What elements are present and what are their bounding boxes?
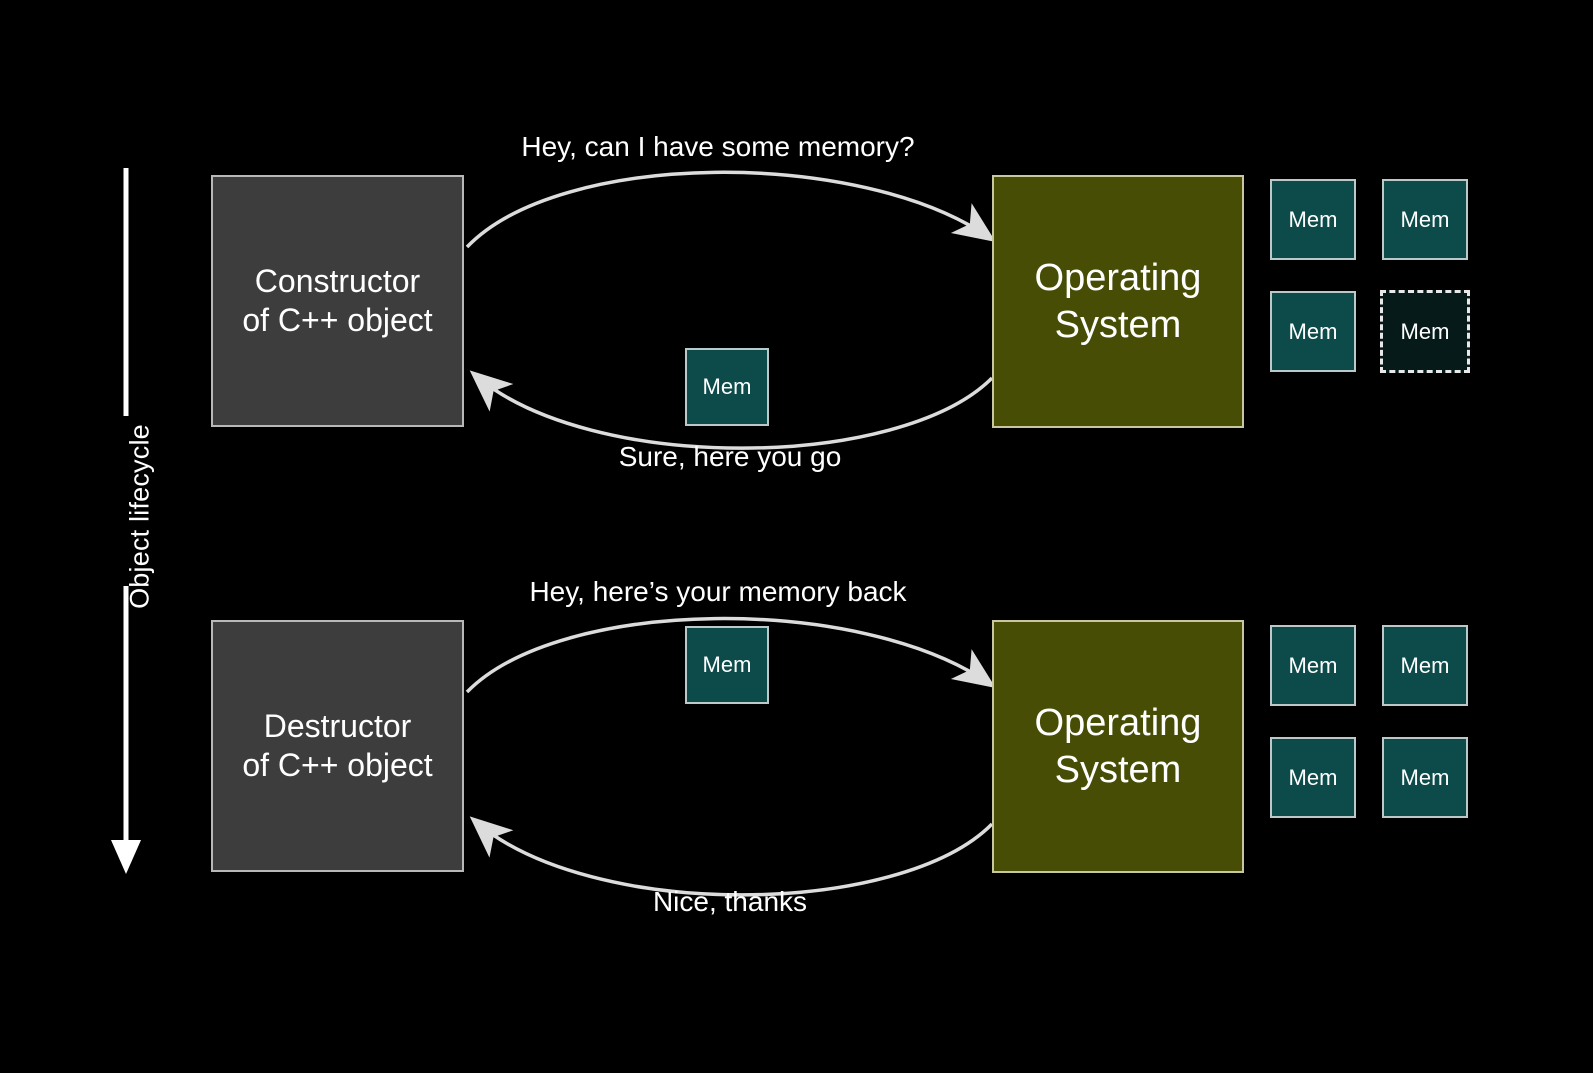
operating-system-box-construction[interactable]: Operating System: [992, 175, 1244, 428]
mem-pool-slot-3-after[interactable]: Mem: [1270, 737, 1356, 818]
arc-response-destruction: [469, 816, 994, 897]
mem-block-in-transit-allocated[interactable]: Mem: [685, 348, 769, 426]
caption-response-destruction: Nice, thanks: [652, 886, 808, 917]
mem-pool-slot-1-after[interactable]: Mem: [1270, 625, 1356, 706]
arc-request-construction: [465, 170, 996, 249]
mem-pool-slot-2[interactable]: Mem: [1382, 179, 1468, 260]
caption-request-construction: Hey, can I have some memory?: [521, 131, 915, 162]
mem-pool-slot-2-after[interactable]: Mem: [1382, 625, 1468, 706]
object-lifecycle-label: Object lifecycle: [124, 424, 155, 609]
operating-system-label-construction: Operating System: [1034, 257, 1202, 346]
destructor-label: Destructor of C++ object: [242, 707, 433, 783]
mem-pool-slot-4-after[interactable]: Mem: [1382, 737, 1468, 818]
mem-pool-slot-3[interactable]: Mem: [1270, 291, 1356, 372]
constructor-label: Constructor of C++ object: [242, 262, 433, 338]
destructor-box[interactable]: Destructor of C++ object: [211, 620, 464, 872]
operating-system-box-destruction[interactable]: Operating System: [992, 620, 1244, 873]
caption-request-destruction: Hey, here’s your memory back: [529, 576, 907, 607]
object-lifecycle-axis: Object lifecycle: [104, 168, 168, 878]
caption-response-construction: Sure, here you go: [618, 441, 842, 472]
operating-system-label-destruction: Operating System: [1034, 702, 1202, 791]
mem-pool-slot-1[interactable]: Mem: [1270, 179, 1356, 260]
arrow-down-icon: [111, 168, 141, 874]
constructor-box[interactable]: Constructor of C++ object: [211, 175, 464, 427]
mem-pool-slot-4-free[interactable]: Mem: [1380, 290, 1470, 373]
mem-block-in-transit-returning[interactable]: Mem: [685, 626, 769, 704]
